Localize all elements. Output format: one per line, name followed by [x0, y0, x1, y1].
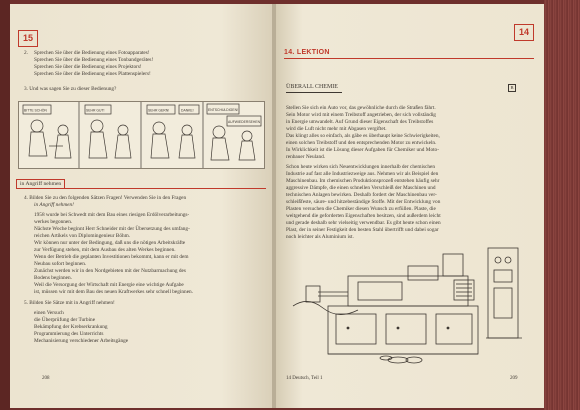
body-line: noch leichter als Aluminium ist. [286, 234, 354, 240]
body-line: Industrie auf fast alle Industriezweige … [286, 171, 439, 177]
exercise-5-item: Mechanisierung verschiedener Arbeitsgäng… [34, 338, 129, 344]
injection-molding-machine-drawing [292, 247, 522, 364]
exercise-4-line: Nächste Woche beginnt Herr Schneider mit… [34, 226, 190, 232]
body-line: Das klingt alles so einfach, als gäbe es… [286, 133, 440, 139]
page-footer-note: 14 Deutsch, Teil 1 [286, 376, 323, 381]
exercise-4-line: reichen Artikels von Diplomingenieur Böh… [34, 233, 131, 239]
exercise-4-line: ist, müssen wir mit dem Bau des neuen Kr… [34, 289, 194, 295]
page-number-right: 209 [510, 376, 518, 381]
exercise-4-line: Zunächst werden wir in den Nordgebieten … [34, 268, 186, 274]
page-number-left: 208 [42, 376, 50, 381]
body-line: aggressive Dämpfe, die einen schnellen V… [286, 185, 436, 191]
speech-bubble: DANKE! [181, 109, 194, 113]
body-line: Plast, der in seiner Festigkeit den best… [286, 227, 439, 233]
body-line: renbauer Neuland. [286, 154, 326, 160]
body-line: Maschinenbau. Im chemischen Produktionsp… [286, 178, 440, 184]
section-heading: ÜBERALL CHEMIE [286, 84, 338, 90]
exercise-4-line: Wir können nur unter der Bedingung, daß … [34, 240, 186, 246]
exercise-2-line: Sprechen Sie über die Bedienung eines Pr… [34, 64, 142, 70]
exercise-4-line: in Angriff nehmen! [34, 202, 74, 208]
exercise-4-line: 4. Bilden Sie zu den folgenden Sätzen Fr… [24, 195, 187, 201]
exercise-2-line: Sprechen Sie über die Bedienung eines Pl… [34, 71, 151, 77]
exercise-5-item: einen Versuch [34, 310, 64, 316]
speech-bubble: SEHR GUT! [86, 109, 105, 113]
body-line: In Wirklichkeit ist die Lösung dieser Au… [286, 147, 439, 153]
body-line: schleißfeste, säure- und hitzebeständige… [286, 199, 441, 205]
exercise-5-item: Programmierung des Unterrichts [34, 331, 104, 337]
machine-illustration [288, 236, 524, 366]
body-line: Plasten versuchen die Chemiker diesen Wu… [286, 206, 436, 212]
body-line: einen solchen Treibstoff und den entspre… [286, 140, 437, 146]
book-page-edges [544, 0, 580, 410]
section-heading-underline [286, 92, 342, 93]
right-page: 14 14. LEKTION ÜBERALL CHEMIE B Stellen … [276, 4, 544, 408]
exercise-2-number: 2. [24, 50, 28, 56]
body-line: Sein Motor wird mit einem Treibstoff ang… [286, 112, 436, 118]
exercise-5-item: die Überprüfung der Turbine [34, 317, 96, 323]
cartoon-illustration: BITTE SCHÖN SEHR GUT! SEHR GERN! DANKE! … [22, 102, 262, 168]
book-gutter [272, 4, 278, 408]
section-b-icon: B [508, 84, 516, 92]
exercise-4-line: 1958 wurde bei Schwedt mit dem Bau eines… [34, 212, 190, 218]
speech-bubble: SEHR GERN! [148, 109, 169, 113]
exercise-4-line: Wenn der Betrieb die geplanten Investiti… [34, 254, 189, 260]
exercise-2-line: Sprechen Sie über die Bedienung eines Fo… [34, 50, 150, 56]
body-line: wird die Luft nicht mehr mit Abgasen ver… [286, 126, 387, 132]
speech-bubble: AUFWIEDERSEHEN [228, 120, 261, 124]
exercise-3-prompt: 3. Und was sagen Sie zu dieser Bedienung… [24, 86, 117, 92]
exercise-5-item: Bekämpfung der Krebserkrankung [34, 324, 108, 330]
body-line: weitgehend die geforderten Eigenschaften… [286, 213, 441, 219]
lesson-rule [284, 58, 534, 59]
body-line: in Energie umwandelt. Auf Grund dieser E… [286, 119, 434, 125]
exercise-4-line: Neubau sofort beginnen. [34, 261, 87, 267]
speech-bubble: BITTE SCHÖN [24, 109, 47, 113]
exercise-4-line: Bodens beginnen. [34, 275, 72, 281]
speech-bubble: ENTSCHULDIGEN! [208, 108, 238, 112]
body-line: und gerade deshalb sehr vielseitig verwe… [286, 220, 441, 226]
body-line: Stellen Sie sich ein Auto vor, das gewöh… [286, 105, 436, 111]
exercise-5-title: 5. Bilden Sie Sätze mit in Angriff nehme… [24, 300, 115, 306]
body-line: technischen Anlagen bewirken. Deshalb fo… [286, 192, 437, 198]
exercise-2-line: Sprechen Sie über die Bedienung eines To… [34, 57, 154, 63]
book-cover-left [0, 0, 10, 410]
page-badge-left: 15 [18, 30, 38, 47]
cartoon-strip: BITTE SCHÖN SEHR GUT! SEHR GERN! DANKE! … [18, 101, 265, 169]
section-rule [16, 188, 266, 189]
lesson-title: 14. LEKTION [284, 49, 330, 56]
left-page: 15 2. Sprechen Sie über die Bedienung ei… [10, 4, 274, 408]
body-line: Schon heute wirken sich Neuentwicklungen… [286, 164, 436, 170]
exercise-4-line: werkes begonnen. [34, 219, 73, 225]
exercise-4-line: Weil die Versorgung der Wirtschaft mit E… [34, 282, 184, 288]
page-badge-right: 14 [514, 24, 534, 41]
exercise-4-line: zur Verfügung stehen, mit dem Ausbau des… [34, 247, 176, 253]
